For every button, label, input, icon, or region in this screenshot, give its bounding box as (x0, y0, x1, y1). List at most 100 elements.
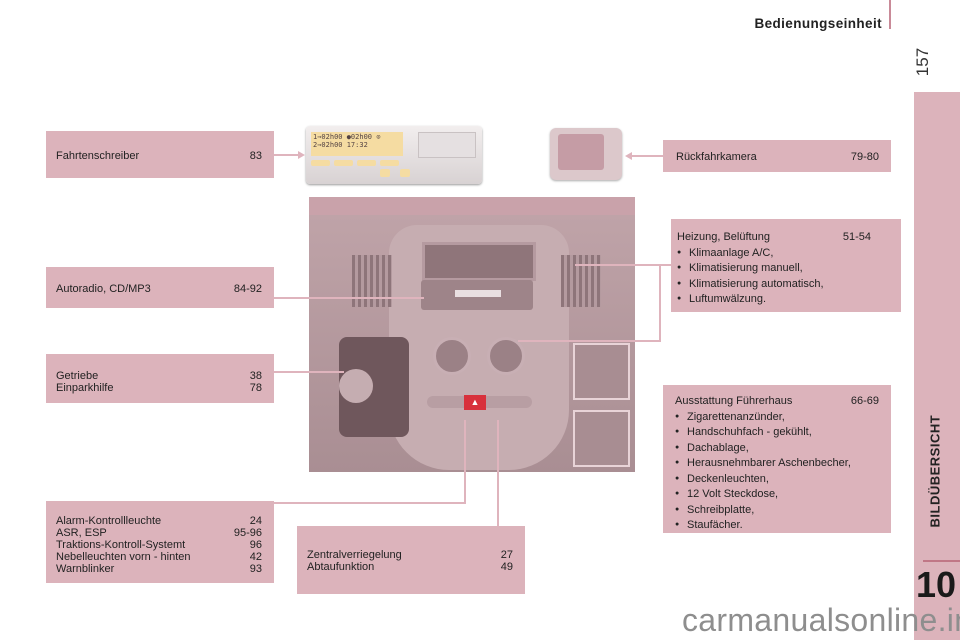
button[interactable] (357, 160, 376, 166)
page-ref[interactable]: 83 (249, 150, 262, 162)
chapter-number: 10 (915, 564, 957, 605)
chapter-divider (923, 560, 960, 562)
display-line: 2⇒02h00 17:32 (313, 141, 368, 149)
leader-line (659, 264, 661, 342)
air-vent-right (561, 255, 601, 307)
bullet-icon: ● (675, 443, 680, 451)
page-ref[interactable]: 38 (249, 370, 262, 382)
item-label: Zentralverriegelung (307, 549, 402, 561)
page-ref[interactable]: 79-80 (850, 151, 879, 163)
bullet-text: Staufächer. (687, 519, 743, 531)
callout-camera: Rückfahrkamera 79-80 (663, 140, 891, 172)
page-ref[interactable]: 24 (249, 515, 262, 527)
bullet-text: Schreibplatte, (687, 503, 755, 516)
page-ref[interactable]: 93 (249, 563, 262, 575)
card-slot (418, 132, 476, 158)
bullet-icon: ● (677, 279, 682, 287)
bullet-item: ● Handschuhfach - gekühlt, (675, 426, 879, 438)
inset-defrost-switch (573, 410, 630, 467)
bullet-text: Klimatisierung manuell, (689, 262, 803, 274)
page-number: 157 (913, 47, 932, 77)
gear-knob[interactable] (339, 369, 373, 403)
bullet-item: ●Zigarettenanzünder, (675, 411, 879, 423)
item-label: Autoradio, CD/MP3 (56, 283, 151, 295)
item-label: Ausstattung Führerhaus (675, 395, 793, 407)
leader-line (632, 155, 664, 157)
leader-line (497, 420, 499, 526)
bullet-item: ●Schreibplatte, (675, 504, 879, 516)
button[interactable] (380, 160, 399, 166)
tachograph-display: 1⇒02h00 ●02h00 ⊙ 2⇒02h00 17:32 (311, 132, 403, 156)
hazard-button[interactable]: ▲ (464, 395, 486, 410)
callout-locking: Zentralverriegelung 27 Abtaufunktion 49 (297, 526, 525, 594)
rearview-camera-screen (550, 128, 622, 180)
bullet-text: Zigarettenanzünder, (687, 410, 785, 423)
leader-line (274, 297, 424, 299)
page-ref[interactable]: 27 (500, 549, 513, 561)
callout-gearbox: Getriebe 38 Einparkhilfe 78 (46, 354, 274, 403)
callout-row: Autoradio, CD/MP3 84-92 (56, 283, 262, 295)
bullet-text: Herausnehmbarer Aschenbecher, (687, 457, 851, 469)
tachograph-image: 1⇒02h00 ●02h00 ⊙ 2⇒02h00 17:32 (306, 126, 482, 184)
eject-button[interactable] (380, 169, 390, 177)
page-ref[interactable]: 96 (249, 539, 262, 551)
leader-line (274, 502, 466, 504)
callout-row: ASR, ESP 95-96 (56, 527, 262, 539)
page-ref[interactable]: 51-54 (842, 231, 871, 243)
bullet-icon: ● (677, 264, 682, 271)
bullet-text: Handschuhfach - gekühlt, (687, 426, 812, 438)
bullet-icon: ● (675, 459, 680, 466)
page-ref[interactable]: 42 (249, 551, 262, 563)
dashboard-photo: ▲ (309, 197, 635, 472)
page-ref[interactable]: 66-69 (850, 395, 879, 407)
bullet-text: Deckenleuchten, (687, 472, 769, 485)
temperature-knob[interactable] (433, 337, 471, 375)
callout-row: Alarm-Kontrollleuchte 24 (56, 515, 262, 527)
callout-row: Getriebe 38 (56, 370, 262, 382)
bullet-icon: ● (675, 490, 680, 497)
fan-knob[interactable] (487, 337, 525, 375)
page-ref[interactable]: 95-96 (233, 527, 262, 539)
item-label: Alarm-Kontrollleuchte (56, 515, 162, 527)
page-ref[interactable]: 84-92 (233, 283, 262, 295)
bullet-icon: ● (677, 248, 682, 256)
button[interactable] (311, 160, 330, 166)
button[interactable] (334, 160, 353, 166)
bullet-item: ●Klimatisierung automatisch, (677, 278, 871, 290)
callout-tachograph: Fahrtenschreiber 83 (46, 131, 274, 178)
item-label: Einparkhilfe (56, 382, 114, 394)
eject-button[interactable] (400, 169, 410, 177)
callout-row: Einparkhilfe 78 (56, 382, 262, 394)
callout-warning-lights: Alarm-Kontrollleuchte 24 ASR, ESP 95-96 Tr… (46, 501, 274, 583)
tachograph-buttons (311, 160, 399, 166)
bullet-icon: ● (675, 428, 680, 435)
chapter-label: BILDÜBERSICHT (927, 414, 943, 528)
leader-line (274, 154, 300, 156)
leader-line (575, 264, 671, 266)
page-ref[interactable]: 49 (500, 561, 513, 573)
bullet-icon: ● (675, 521, 680, 528)
callout-radio: Autoradio, CD/MP3 84-92 (46, 267, 274, 308)
bullet-item: ● Herausnehmbarer Aschenbecher, (675, 457, 879, 469)
bullet-item: ● 12 Volt Steckdose, (675, 488, 879, 500)
bullet-item: ● Staufächer. (675, 519, 879, 531)
bullet-item: ● Dachablage, (675, 442, 879, 454)
bullet-text: Luftumwälzung. (689, 293, 767, 305)
callout-row: Abtaufunktion 49 (307, 561, 513, 573)
page-ref[interactable]: 78 (249, 382, 262, 394)
callout-row: Rückfahrkamera 79-80 (676, 151, 879, 163)
item-label: ASR, ESP (56, 527, 107, 539)
leader-line (518, 340, 661, 342)
bullet-text: 12 Volt Steckdose, (687, 488, 779, 500)
bullet-text: Dachablage, (687, 441, 749, 454)
item-label: Abtaufunktion (307, 561, 375, 573)
bullet-text: Klimaanlage A/C, (689, 246, 774, 259)
callout-row: Ausstattung Führerhaus 66-69 (675, 395, 879, 407)
air-vent-left (352, 255, 392, 307)
leader-line (464, 420, 466, 504)
item-label: Warnblinker (56, 563, 115, 575)
